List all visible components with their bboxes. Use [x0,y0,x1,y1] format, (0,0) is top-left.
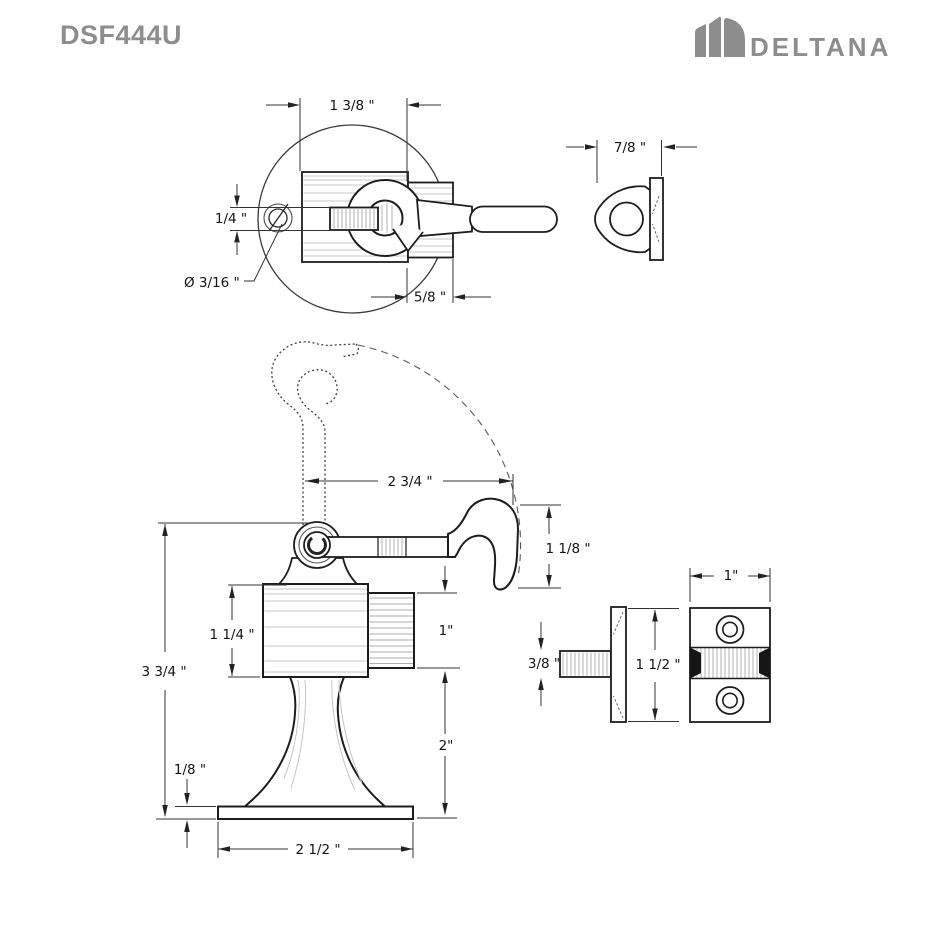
top-view: 1 3/8 " 1/4 " Ø 3/16 " 5/8 " [184,98,558,314]
dim-base-width-label: 2 1/2 " [295,842,340,858]
hook-notch-fill [393,222,423,251]
peg-hatching [562,652,608,676]
dim-eye-depth [566,140,697,183]
hook-swing-arc [357,344,522,578]
pin-hatching [333,203,393,233]
hook-notch [392,228,424,253]
brand-name: DELTANA [750,32,892,62]
pivot-pin-core [307,536,327,555]
catch-screw-hole-top-inner [721,621,738,638]
dim-base-thickness [175,779,216,848]
dim-bumper-depth [371,259,491,303]
eye-side-view: 7/8 " [566,140,697,261]
rubber-bumper [367,592,415,669]
hook-handle-neck [416,198,473,237]
head-hatching [264,588,367,673]
eye-plate [649,177,664,261]
catch-plate-side [610,606,627,723]
dim-body-width [266,98,441,181]
hook-raised-position-outline [271,341,360,543]
catch-front-view: 1" [689,568,771,723]
dim-stem-height-label: 2" [439,738,454,754]
catch-screw-hole-bottom-inner [721,692,738,709]
catch-chamfer-dashes [613,611,624,719]
eye-hole [609,201,644,237]
catch-screw-hole-bottom [715,686,745,715]
dim-peg-depth-label: 3/8 " [528,656,560,672]
front-view: 2 3/4 " 1 1/8 " 1 1/4 " 1" [141,341,591,858]
dim-pin-thickness-label: 1/4 " [215,211,247,227]
dim-plate-height-label: 1 1/2 " [635,657,680,673]
screw-slot [268,203,289,232]
catch-band-wedge-left [690,647,701,679]
hook-engaged [447,497,520,591]
dim-overall-height-label: 3 3/4 " [141,664,186,680]
catch-band-wedge-right [759,647,770,679]
screw-hole-inner [268,208,288,228]
dim-bumper-height [417,566,460,669]
catch-side-view: 3/8 " 1 1/2 " [528,606,681,723]
dim-bumper-depth-label: 5/8 " [414,290,446,306]
hook-handle-grip [469,205,558,233]
product-code: DSF444U [60,20,183,50]
base-plate [217,805,414,820]
stem-shading [283,679,363,791]
dim-body-width-label: 1 3/8 " [329,98,374,114]
dim-head-height-label: 1 1/4 " [209,627,254,643]
arm-hatching [381,538,403,556]
deltana-logo-icon [695,16,745,57]
screw-hole-leader [244,223,283,282]
dim-hook-height-label: 1 1/8 " [545,541,590,557]
dim-hook-reach-label: 2 3/4 " [387,474,432,490]
catch-screw-hole-top [715,615,745,644]
dim-eye-depth-label: 7/8 " [614,140,646,156]
dim-base-thickness-label: 1/8 " [174,762,206,778]
eye-chamfer-dashes [652,195,660,243]
dim-bumper-height-label: 1" [439,623,454,639]
stop-head [262,583,369,678]
dim-plate-width-label: 1" [724,568,739,584]
bumper-front-hatching [369,597,413,664]
dim-overall-height [156,522,313,820]
dim-pin-thickness [230,184,330,255]
brand-logo: DELTANA [694,14,891,60]
dim-screw-hole-label: Ø 3/16 " [184,275,240,291]
stop-stem [242,676,388,808]
